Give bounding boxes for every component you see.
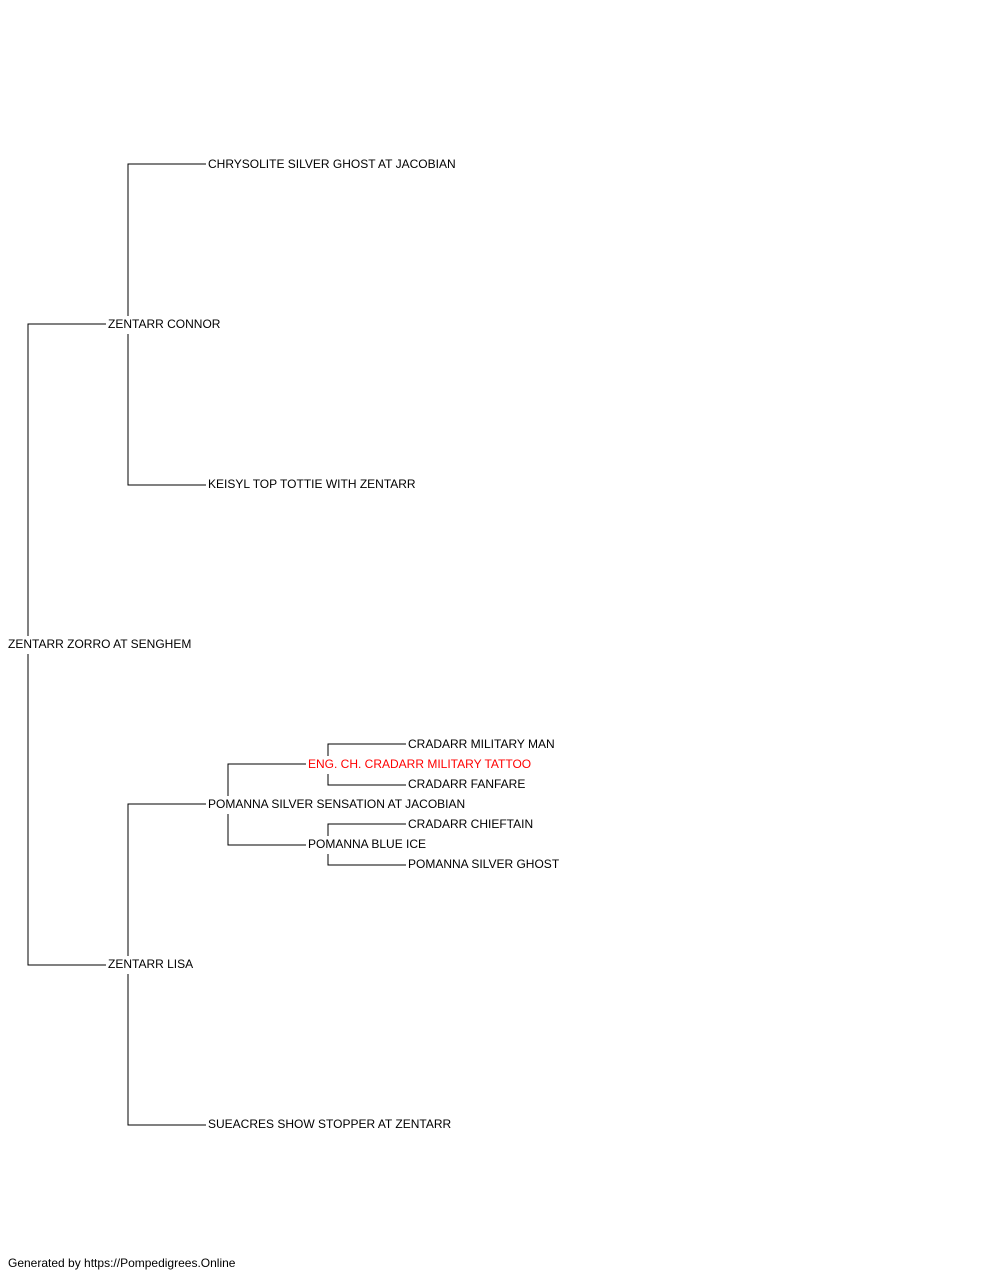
dog-name-cradarr-choir-boy: CRADARR CHOIR BOY <box>508 0 638 3</box>
dam-connector-line <box>27 654 106 966</box>
dam-connector-line <box>127 334 206 486</box>
dam-connector-line <box>227 814 306 846</box>
dog-name-keisyl-top-tottie-with-zentarr: KEISYL TOP TOTTIE WITH ZENTARR <box>208 477 416 491</box>
sire-connector-line <box>27 323 106 636</box>
pedigree-name-labels: ZENTARR ZORRO AT SENGHEM ZENTARR CONNOR CH… <box>8 0 650 1131</box>
pedigree-connector-lines <box>27 163 406 1126</box>
sire-connector-line <box>327 823 406 836</box>
dog-name-cradarr-military-man: CRADARR MILITARY MAN <box>408 737 555 751</box>
dam-connector-line <box>127 974 206 1126</box>
dog-name-cradarr-chieftain: CRADARR CHIEFTAIN <box>408 817 533 831</box>
dam-connector-line <box>327 854 406 866</box>
dog-name-zentarr-connor: ZENTARR CONNOR <box>108 317 221 331</box>
dog-name-linak-apache: LINAK APACHE <box>508 0 594 3</box>
sire-connector-line <box>327 743 406 756</box>
dog-name-cradarr-fanfare: CRADARR FANFARE <box>408 777 525 791</box>
dog-name-chrysolite-silver-ghost-at-jacobian: CHRYSOLITE SILVER GHOST AT JACOBIAN <box>208 157 456 171</box>
dog-name-pomanna-silver-ghost: POMANNA SILVER GHOST <box>408 857 560 871</box>
dog-name-ebony-lady: EBONY LADY <box>508 0 584 3</box>
sire-connector-line <box>127 803 206 956</box>
dog-name-pomanna-silver-sensation-at-jacobian: POMANNA SILVER SENSATION AT JACOBIAN <box>208 797 465 811</box>
dog-name-sueacres-show-stopper-at-zentarr: SUEACRES SHOW STOPPER AT ZENTARR <box>208 1117 451 1131</box>
sire-connector-line <box>127 163 206 316</box>
dog-name-eng-ch-cradarr-military-tattoo: ENG. CH. CRADARR MILITARY TATTOO <box>308 757 531 771</box>
dog-name-pomanna-blue-ice: POMANNA BLUE ICE <box>308 837 426 851</box>
sire-connector-line <box>227 763 306 796</box>
dam-connector-line <box>327 774 406 786</box>
dog-name-cradarr-fascination: CRADARR FASCINATION <box>508 0 650 3</box>
dog-name-zentarr-zorro-at-senghem: ZENTARR ZORRO AT SENGHEM <box>8 637 191 651</box>
generated-by-footer: Generated by https://Pompedigrees.Online <box>8 1256 236 1270</box>
dog-name-zentarr-lisa: ZENTARR LISA <box>108 957 193 971</box>
